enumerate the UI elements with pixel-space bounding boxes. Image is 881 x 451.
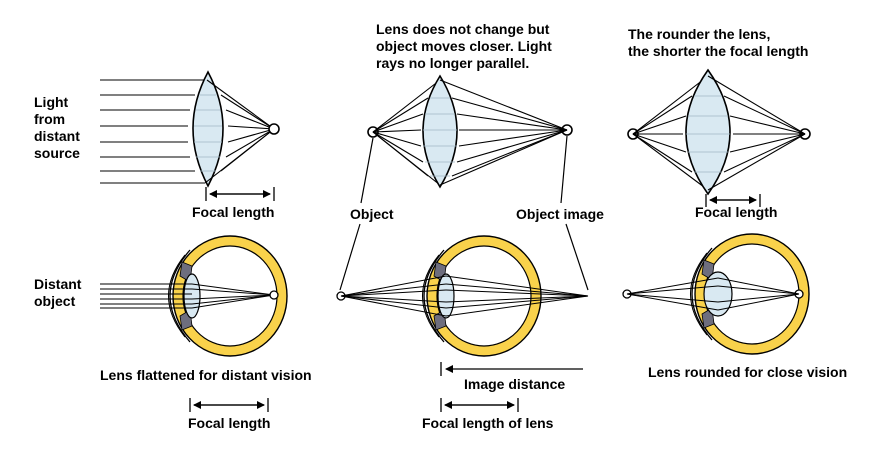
distant-object-rays <box>100 283 275 309</box>
right-caption: The rounder the lens, the shorter the fo… <box>628 26 809 59</box>
middle-eye <box>336 235 589 412</box>
focal-length-dimension <box>205 187 275 201</box>
distant-object-label: Distant object <box>34 276 82 309</box>
image-distance-label: Image distance <box>464 376 566 392</box>
focal-point <box>268 123 280 135</box>
object-label: Object <box>350 206 394 222</box>
focal-length-of-lens-dimension <box>440 398 519 412</box>
middle-caption: Lens does not change but object moves cl… <box>376 21 552 71</box>
top-right-lens-group <box>627 68 811 207</box>
left-eye-focal-dimension <box>189 398 269 412</box>
parallel-light-rays <box>100 79 207 184</box>
lens-hatching <box>194 94 222 172</box>
right-eye-rays <box>626 277 800 311</box>
light-from-distant-source-label: Light from distant source <box>34 94 80 161</box>
top-left-focal-length-label: Focal length <box>192 204 275 220</box>
focal-length-of-lens-label: Focal length of lens <box>422 415 554 431</box>
image-distance-dimension <box>440 362 583 376</box>
right-focal-length-dimension <box>705 194 761 207</box>
top-right-focal-length-label: Focal length <box>695 204 778 220</box>
right-eye-caption: Lens rounded for close vision <box>648 364 848 380</box>
middle-eye-lens <box>437 273 455 319</box>
left-eye-caption: Lens flattened for distant vision <box>100 367 312 383</box>
converging-rays-to-image <box>439 79 568 186</box>
middle-lens-hatching <box>423 97 457 177</box>
middle-lens <box>422 74 458 189</box>
right-converging-rays <box>707 75 806 191</box>
left-eye-lens <box>183 273 201 319</box>
right-diverging-rays <box>632 75 709 191</box>
left-eye <box>100 235 288 412</box>
flattened-lens <box>192 70 224 188</box>
rounded-lens-hatching <box>686 95 730 173</box>
middle-eye-interior <box>436 245 532 347</box>
near-object-rays <box>340 275 589 317</box>
converging-rays <box>204 79 275 184</box>
diverging-rays <box>372 79 441 186</box>
left-eye-focus-point <box>269 290 279 300</box>
left-eye-cornea <box>169 249 191 343</box>
top-middle-lens-group <box>339 74 589 291</box>
right-eye <box>622 233 810 355</box>
rounded-lens <box>685 68 731 196</box>
right-eye-rounded-lens <box>703 271 733 317</box>
object-image-label: Object image <box>516 206 604 222</box>
bottom-left-focal-length-label: Focal length <box>188 415 271 431</box>
top-left-lens-group <box>100 70 280 201</box>
connector-lines <box>339 135 589 291</box>
